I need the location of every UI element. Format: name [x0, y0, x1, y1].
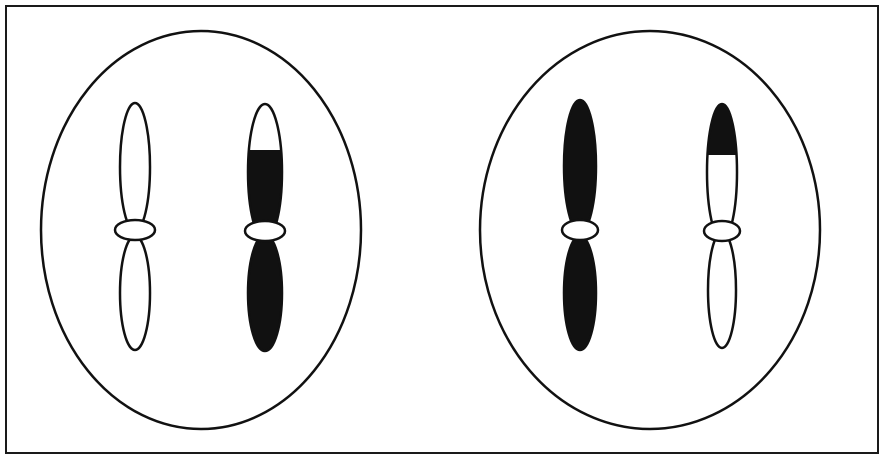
centromere	[243, 219, 287, 243]
light-chromosome	[113, 101, 157, 352]
lower-arm	[246, 233, 284, 353]
cell-membrane	[478, 29, 822, 431]
dark-chromosome-light-tip	[243, 102, 287, 353]
upper-arm	[562, 98, 598, 234]
cell-membrane	[39, 29, 363, 431]
centromere	[113, 218, 157, 242]
dark-chromosome	[560, 98, 600, 352]
left-cell	[39, 29, 363, 431]
centromere	[702, 219, 742, 243]
lower-arm	[562, 234, 598, 352]
centromere	[560, 218, 600, 242]
right-cell	[478, 29, 822, 431]
